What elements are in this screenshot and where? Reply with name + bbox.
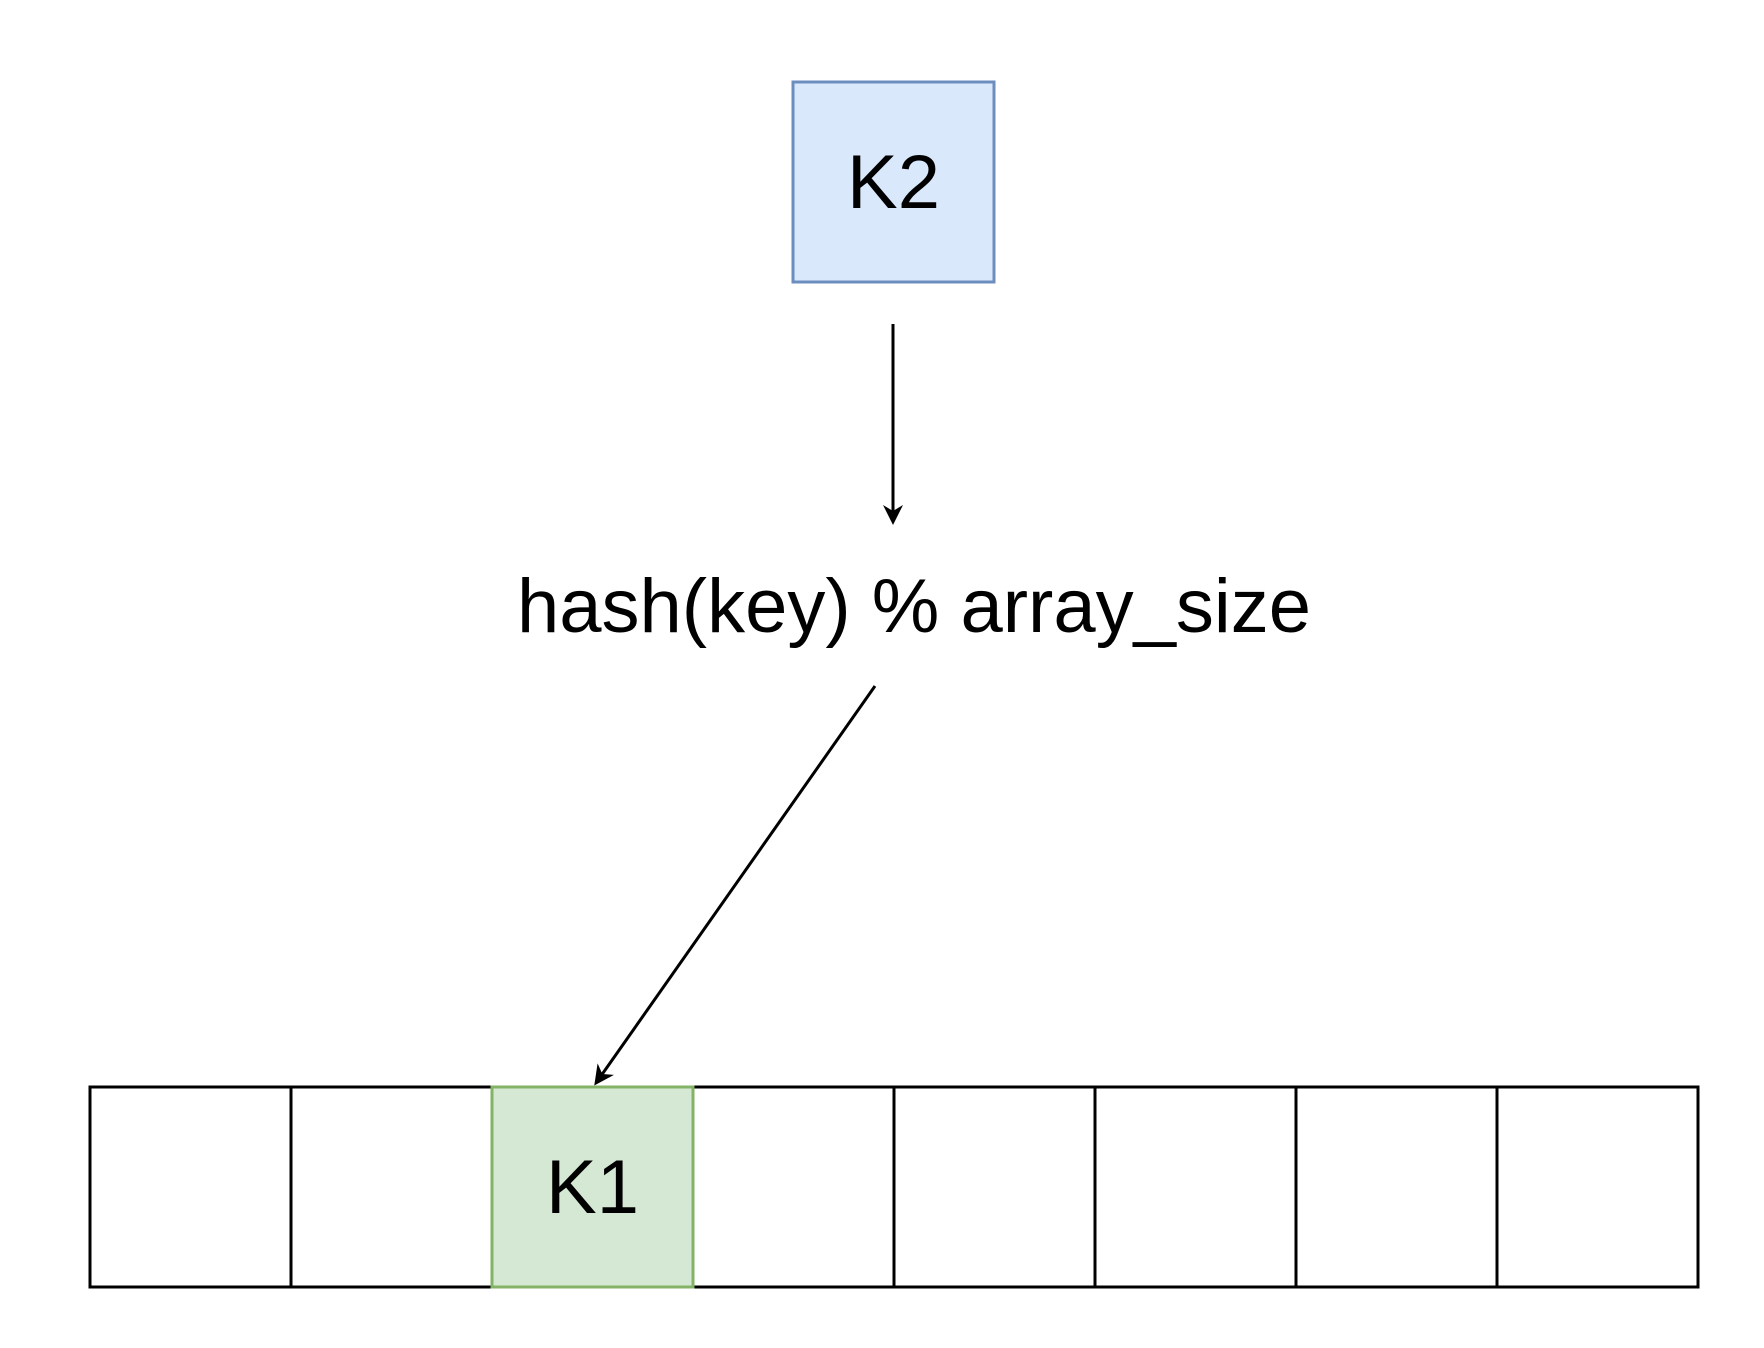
array-slot-box	[1294, 1085, 1499, 1289]
array-slot	[892, 1085, 1097, 1289]
key-k2-label: K2	[847, 140, 940, 225]
key-k2-box	[791, 80, 996, 284]
array-slot	[1093, 1085, 1298, 1289]
array-slot	[289, 1085, 494, 1289]
key-k2-node: K2	[791, 80, 996, 284]
arrow-hash-to-slot	[594, 685, 877, 1086]
array-slot	[691, 1085, 896, 1289]
hash-function-label: hash(key) % array_size	[517, 564, 1311, 649]
array-slot-box	[1495, 1085, 1700, 1289]
array-slot-box	[490, 1085, 695, 1289]
hash-array: K1	[88, 1085, 1700, 1289]
array-slot	[1294, 1085, 1499, 1289]
array-slot-box	[88, 1085, 293, 1289]
array-slot-label: K1	[546, 1145, 639, 1230]
array-slot-box	[691, 1085, 896, 1289]
array-slot	[1495, 1085, 1700, 1289]
array-slot-box	[1093, 1085, 1298, 1289]
array-slot-box	[892, 1085, 1097, 1289]
array-slot-box	[289, 1085, 494, 1289]
array-slot	[88, 1085, 293, 1289]
array-slot: K1	[490, 1085, 695, 1289]
